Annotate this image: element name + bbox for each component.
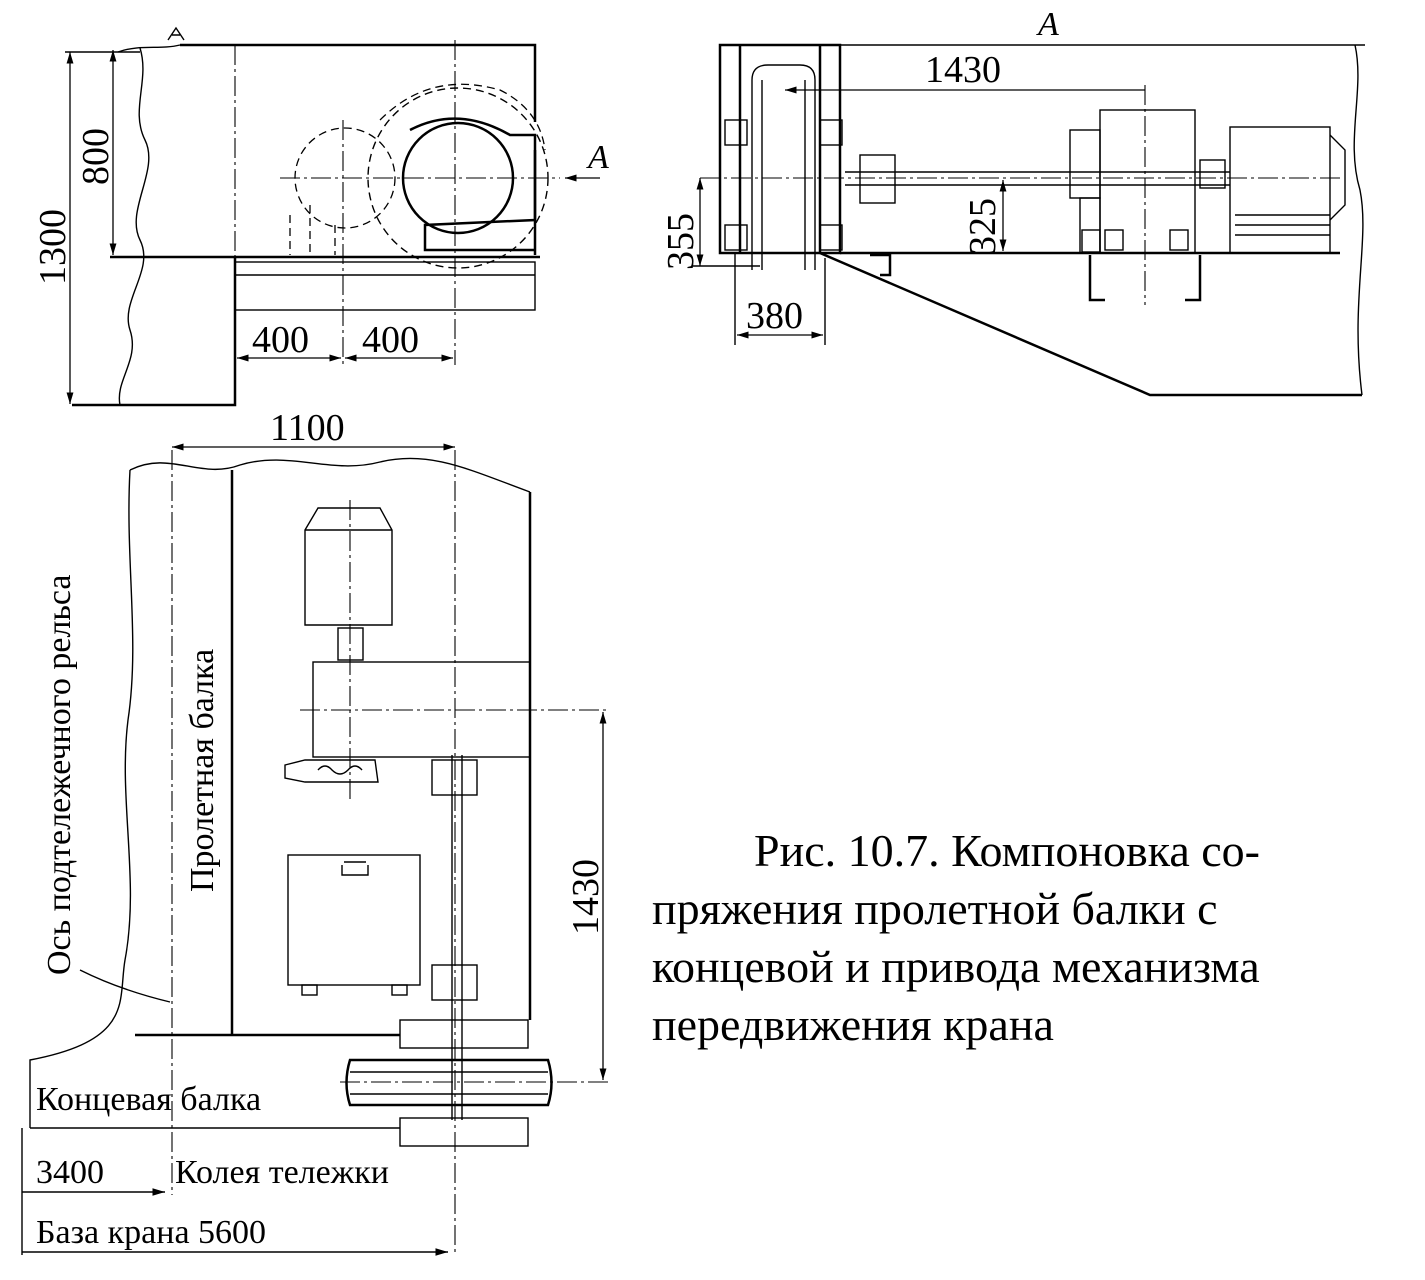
label-rail-axis: Ось подтележечного рельса — [41, 574, 78, 975]
label-trolley-track: Колея тележки — [175, 1154, 389, 1191]
dim-800: 800 — [75, 128, 117, 185]
anchor-symbol — [167, 26, 185, 41]
view-marker-a: A — [586, 139, 609, 176]
motor-view-a — [1229, 126, 1331, 254]
caption-line-4: передвижения крана — [652, 999, 1054, 1050]
coupling-1 — [859, 154, 896, 204]
buffer-top — [399, 1019, 529, 1049]
span-beam-slope — [819, 251, 1362, 397]
dim-400-a: 400 — [252, 319, 309, 361]
dim-1430-plan: 1430 — [565, 859, 607, 935]
rail-axis-leader — [79, 969, 171, 1003]
break-line-right — [1353, 44, 1364, 396]
coupling-plan-2 — [431, 964, 478, 1001]
dim-355: 355 — [660, 213, 702, 270]
channel-support-right — [1185, 255, 1202, 302]
figure-caption: Рис. 10.7. Компоновка со- пряжения проле… — [652, 822, 1352, 1054]
break-line-plan-left — [29, 469, 134, 1128]
dim-380: 380 — [746, 295, 803, 337]
break-line-plan-top — [129, 457, 531, 493]
break-line-top — [117, 44, 181, 53]
top-left-view: A 800 1300 400 400 — [32, 26, 609, 407]
coupling-plan-1 — [431, 759, 478, 796]
label-crane-base: База крана 5600 — [36, 1214, 266, 1251]
dim-325: 325 — [962, 198, 1004, 255]
motor-plan — [304, 507, 393, 626]
dim-400-b: 400 — [362, 319, 419, 361]
label-span-beam: Пролетная балка — [184, 649, 221, 892]
channel-support-left — [1088, 255, 1105, 302]
end-beam-outline — [180, 43, 537, 122]
control-box — [287, 854, 421, 986]
plan-view: 1100 — [21, 407, 610, 1256]
caption-line-1: Рис. 10.7. Компоновка со- — [754, 825, 1260, 876]
dim-1300: 1300 — [32, 209, 74, 285]
travel-wheel — [345, 1058, 553, 1107]
label-end-beam: Концевая балка — [36, 1081, 261, 1118]
gearbox-view-a — [1099, 109, 1196, 254]
caption-line-3: концевой и привода механизма — [652, 941, 1260, 992]
top-right-view: A — [660, 6, 1365, 397]
label-3400: 3400 — [36, 1154, 104, 1191]
brake-plan — [284, 759, 379, 783]
break-line-left — [118, 47, 150, 406]
rail-section — [234, 261, 536, 311]
buffer-bottom — [399, 1117, 529, 1147]
dim-1100: 1100 — [270, 407, 345, 449]
caption-line-2: пряжения пролетной балки с — [652, 883, 1218, 934]
end-beam-section — [718, 43, 842, 255]
dim-1430-top: 1430 — [925, 49, 1001, 91]
view-a-title: A — [1036, 6, 1059, 43]
